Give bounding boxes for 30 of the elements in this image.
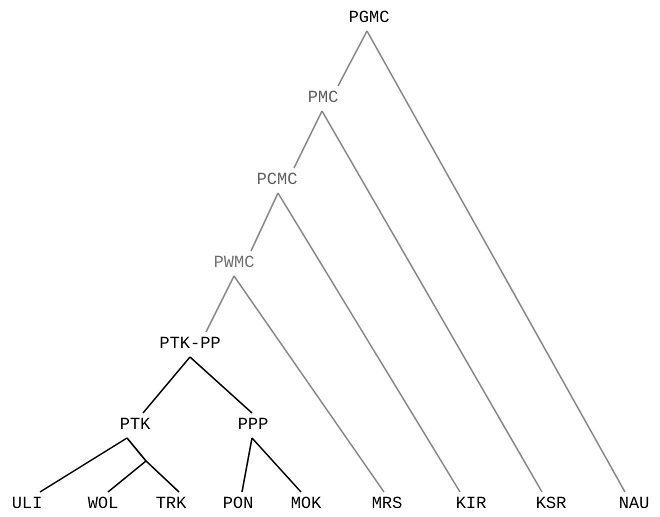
language-label: PTK [117,416,153,436]
tree-branch [189,356,253,414]
tree-branch [321,110,543,492]
language-label: ULI [9,495,45,515]
tree-branch [293,110,323,168]
tree-branch [142,356,191,414]
language-label: NAU [616,495,652,515]
tree-branch [126,437,180,493]
language-label: PCMC [254,171,300,191]
language-label: PWMC [211,254,257,274]
language-label: WOL [85,495,121,515]
tree-branch [205,276,235,332]
tree-branch [251,437,302,493]
tree-branch [337,30,368,86]
language-label: PGMC [346,9,392,29]
tree-branch [250,192,279,252]
language-label: PPP [235,416,271,436]
language-label: PON [220,495,256,515]
language-label: PTK-PP [157,335,223,355]
language-label: KIR [453,495,489,515]
tree-branch [366,30,626,492]
language-label: KSR [533,495,569,515]
language-label: TRK [153,495,189,515]
language-label: MRS [369,495,405,515]
language-label: PMC [305,89,341,109]
tree-branch [277,192,461,492]
tree-branch [40,437,128,493]
tree-branch [241,438,253,492]
tree-branch [233,276,385,492]
language-label: MOK [288,495,324,515]
